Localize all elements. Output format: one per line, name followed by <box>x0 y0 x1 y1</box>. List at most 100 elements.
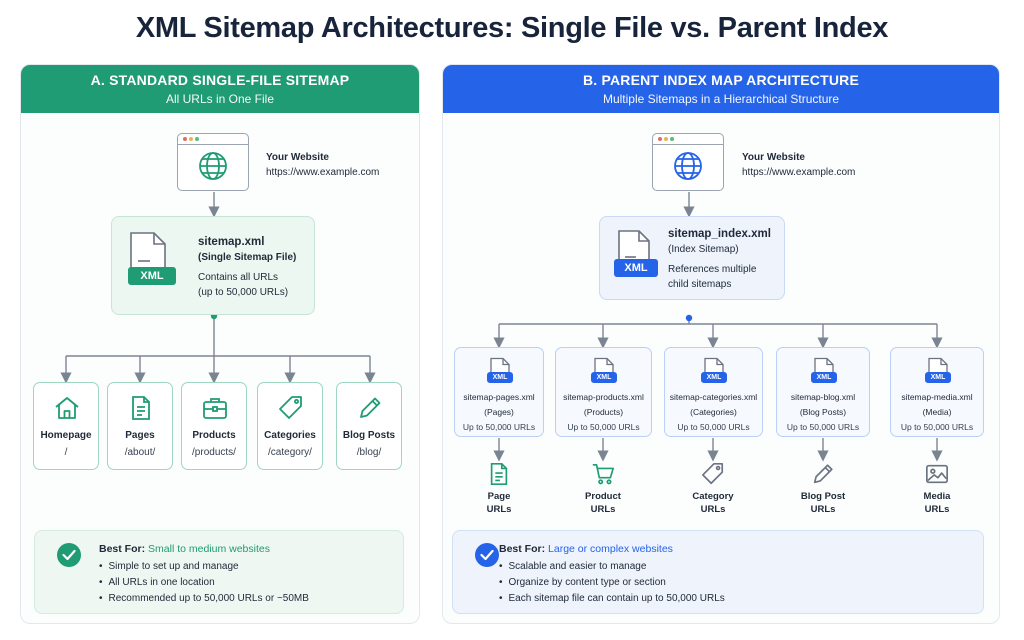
panel-b-subtitle: Multiple Sitemaps in a Hierarchical Stru… <box>602 92 840 106</box>
bullet-item: Recommended up to 50,000 URLs or ~50MB <box>99 591 309 607</box>
leaf-blog-urls: Blog Post URLs <box>788 462 858 516</box>
sitemap-filename-b: sitemap_index.xml <box>668 228 771 240</box>
leaf-line2: URLs <box>810 504 836 515</box>
xml-badge: XML <box>925 372 951 383</box>
child-sitemap-categories: XML sitemap-categories.xml (Categories) … <box>664 347 763 437</box>
node-homepage: Homepage / <box>33 382 99 470</box>
website-window-a <box>177 133 249 191</box>
pencil-icon <box>813 464 833 484</box>
bullet-item: Scalable and easier to manage <box>499 559 725 575</box>
child-limit: Up to 50,000 URLs <box>567 422 640 432</box>
leaf-line2: URLs <box>590 504 616 515</box>
best-for-value-b: Large or complex websites <box>548 543 673 555</box>
node-pages: Pages /about/ <box>107 382 173 470</box>
child-limit: Up to 50,000 URLs <box>900 422 974 432</box>
child-sitemap-blog: XML sitemap-blog.xml (Blog Posts) Up to … <box>776 347 870 437</box>
child-filename: sitemap-products.xml <box>563 392 644 402</box>
best-for-bullets-b: Scalable and easier to manage Organize b… <box>499 559 725 607</box>
briefcase-icon <box>203 398 227 419</box>
leaf-line1: Media <box>923 491 951 502</box>
child-sitemap-pages: XML sitemap-pages.xml (Pages) Up to 50,0… <box>454 347 544 437</box>
globe-icon <box>674 152 702 180</box>
bullet-item: All URLs in one location <box>99 575 309 591</box>
panel-b-header: B. PARENT INDEX MAP ARCHITECTURE Multipl… <box>443 65 999 113</box>
panel-a-header: A. STANDARD SINGLE-FILE SITEMAP All URLs… <box>21 65 419 113</box>
node-name: Blog Posts <box>342 430 396 441</box>
best-for-value-a: Small to medium websites <box>148 543 270 555</box>
xml-badge-b: XML <box>614 259 658 277</box>
child-filename: sitemap-blog.xml <box>790 392 856 402</box>
sitemap-text-a: sitemap.xml (Single Sitemap File) Contai… <box>198 235 296 300</box>
page-icon <box>132 396 150 420</box>
panel-a-title: A. STANDARD SINGLE-FILE SITEMAP <box>90 72 350 88</box>
node-blog-posts: Blog Posts /blog/ <box>336 382 402 470</box>
leaf-category-urls: Category URLs <box>678 462 748 516</box>
sitemap-desc2-b: child sitemaps <box>668 279 732 290</box>
xml-badge-a: XML <box>128 267 176 285</box>
bullet-item: Simple to set up and manage <box>99 559 309 575</box>
leaf-page-urls: Page URLs <box>464 462 534 516</box>
panel-a-subtitle: All URLs in One File <box>165 92 275 106</box>
child-limit: Up to 50,000 URLs <box>462 422 536 432</box>
best-for-line-a: Best For: Small to medium websites <box>99 543 270 555</box>
sitemap-filename-a: sitemap.xml <box>198 236 265 248</box>
node-name: Pages <box>125 430 155 441</box>
xml-badge: XML <box>811 372 837 383</box>
child-limit: Up to 50,000 URLs <box>786 422 860 432</box>
website-label-a: Your Website https://www.example.com <box>266 150 379 180</box>
xml-badge: XML <box>487 372 513 383</box>
tag-icon <box>702 463 724 485</box>
sitemap-index-card: XML sitemap_index.xml (Index Sitemap) Re… <box>599 216 785 300</box>
leaf-line1: Blog Post <box>800 491 846 502</box>
child-filename: sitemap-categories.xml <box>669 392 758 402</box>
pencil-icon <box>360 397 381 418</box>
website-window-b <box>652 133 724 191</box>
xml-badge: XML <box>591 372 617 383</box>
sitemap-desc1-a: Contains all URLs <box>198 272 279 283</box>
leaf-line1: Category <box>692 491 734 502</box>
child-filename: sitemap-pages.xml <box>463 392 535 402</box>
sitemap-text-b: sitemap_index.xml (Index Sitemap) Refere… <box>668 227 771 292</box>
best-for-bullets-a: Simple to set up and manage All URLs in … <box>99 559 309 607</box>
website-name-a: Your Website <box>266 152 329 163</box>
leaf-line1: Product <box>585 491 621 502</box>
sitemap-desc2-a: (up to 50,000 URLs) <box>198 287 289 298</box>
leaf-line2: URLs <box>486 504 512 515</box>
check-circle-icon <box>475 543 499 567</box>
image-icon <box>926 464 948 484</box>
xml-badge: XML <box>701 372 727 383</box>
child-sitemap-media: XML sitemap-media.xml (Media) Up to 50,0… <box>890 347 984 437</box>
best-for-label-a: Best For: <box>99 543 146 555</box>
panel-b-title: B. PARENT INDEX MAP ARCHITECTURE <box>582 72 860 88</box>
child-content: (Blog Posts) <box>799 407 847 417</box>
node-path: /category/ <box>268 447 312 458</box>
node-name: Homepage <box>40 430 92 441</box>
child-content: (Categories) <box>690 407 737 417</box>
page-icon <box>490 463 508 485</box>
node-name: Products <box>192 430 236 441</box>
child-content: (Pages) <box>484 407 514 417</box>
sitemap-kind-b: (Index Sitemap) <box>668 244 739 255</box>
website-label-b: Your Website https://www.example.com <box>742 150 855 180</box>
website-name-b: Your Website <box>742 152 805 163</box>
best-for-line-b: Best For: Large or complex websites <box>499 543 673 555</box>
leaf-line2: URLs <box>700 504 726 515</box>
node-products: Products /products/ <box>181 382 247 470</box>
sitemap-card-a: XML sitemap.xml (Single Sitemap File) Co… <box>111 216 315 315</box>
leaf-product-urls: Product URLs <box>568 462 638 516</box>
bullet-item: Organize by content type or section <box>499 575 725 591</box>
home-icon <box>55 397 79 419</box>
node-path: /blog/ <box>356 447 382 458</box>
tag-icon <box>279 396 302 419</box>
sitemap-kind-a: (Single Sitemap File) <box>198 252 297 263</box>
leaf-line1: Page <box>487 491 511 502</box>
best-for-box-b: Best For: Large or complex websites Scal… <box>452 530 984 614</box>
node-path: / <box>64 447 68 458</box>
leaf-line2: URLs <box>924 504 950 515</box>
child-limit: Up to 50,000 URLs <box>677 422 750 432</box>
node-path: /about/ <box>124 447 156 458</box>
best-for-box-a: Best For: Small to medium websites Simpl… <box>34 530 404 614</box>
best-for-label-b: Best For: <box>499 543 546 555</box>
check-circle-icon <box>57 543 81 567</box>
child-filename: sitemap-media.xml <box>901 392 973 402</box>
